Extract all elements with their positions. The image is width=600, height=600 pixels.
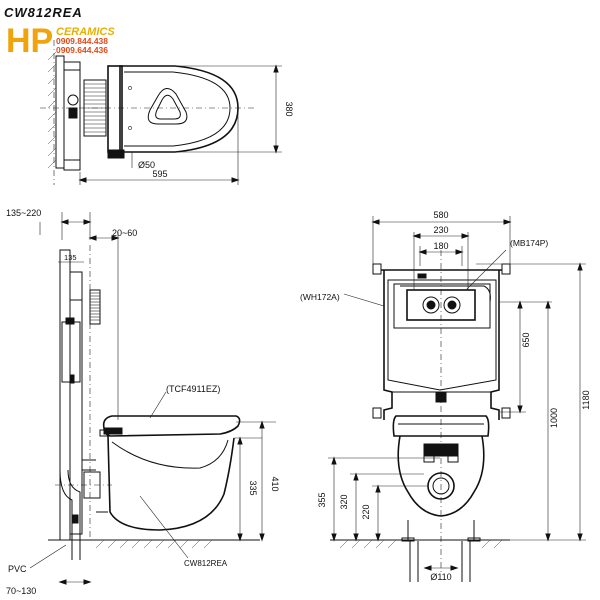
dim-width: 595 [152,169,167,179]
label-plate: (MB174P) [510,238,548,248]
dim-hole: Ø50 [138,160,155,170]
logo-word: CERAMICS [56,26,115,38]
dim-1000: 1000 [549,408,559,428]
dim-320: 320 [339,494,349,509]
dim-wall: 135~220 [6,208,41,218]
dim-650: 650 [521,332,531,347]
dim-355: 355 [317,492,327,507]
dim-230: 230 [433,225,448,235]
dim-base: 70~130 [6,586,36,596]
top-view: Ø50 595 380 [40,40,294,185]
brand-logo: HP CERAMICS 0909.844.438 0909.644.436 [6,22,115,60]
model-title: CW812REA [4,5,83,20]
dim-drain: Ø110 [430,572,451,582]
label-frame: (WH172A) [300,292,340,302]
dim-1180: 1180 [581,390,591,409]
side-view: 135~220 20~60 135 [6,208,280,596]
front-view: 580 230 180 (MB174P) (W [300,210,591,582]
dim-220: 220 [361,504,371,519]
dim-h335: 335 [248,480,258,495]
phone-number-1: 0909.844.438 [56,36,108,46]
label-pipe: PVC [8,564,27,574]
dim-gap: 20~60 [112,228,137,238]
label-bowl: CW812REA [184,559,228,568]
dim-580: 580 [433,210,448,220]
dim-180: 180 [433,241,448,251]
logo-letters: HP [6,22,53,60]
dim-depth: 380 [284,101,294,116]
label-seat: (TCF4911EZ) [166,384,220,394]
phone-number-2: 0909.644.436 [56,45,108,55]
dim-h410: 410 [270,476,280,491]
